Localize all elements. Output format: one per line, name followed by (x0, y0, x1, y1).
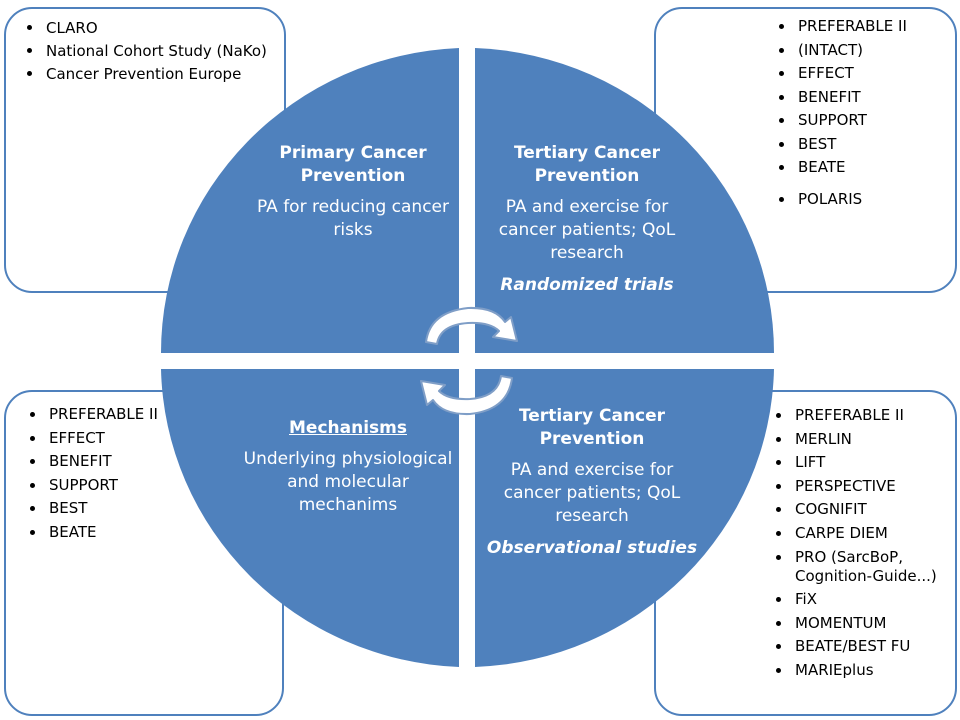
list-item: MOMENTUM (771, 614, 956, 633)
quadrant-body: PA for reducing cancer risks (257, 197, 449, 240)
list-item: BEATE (25, 523, 225, 542)
list-item: BENEFIT (25, 452, 225, 471)
quadrant-body: PA and exercise for cancer patients; QoL… (498, 197, 676, 263)
list-item: LIFT (771, 453, 956, 472)
quadrant-top-right (475, 48, 775, 353)
quadrant-heading: Mechanisms (289, 418, 407, 438)
list-item: PRO (SarcBoP, Cognition-Guide...) (771, 548, 956, 586)
quadrant-bottom-left-text: Mechanisms Underlying physiological and … (238, 417, 458, 517)
list-item: National Cohort Study (NaKo) (22, 41, 272, 61)
list-item: BEST (25, 499, 225, 518)
list-item: PREFERABLE II (25, 405, 225, 424)
list-item: BEATE/BEST FU (771, 637, 956, 656)
top-left-study-list: CLARO National Cohort Study (NaKo) Cance… (22, 18, 272, 87)
quadrant-bottom-right-text: Tertiary Cancer Prevention PA and exerci… (482, 405, 702, 560)
quadrant-top-right-text: Tertiary Cancer Prevention PA and exerci… (482, 142, 692, 297)
list-item: BENEFIT (774, 88, 954, 107)
top-right-study-list: PREFERABLE II (INTACT) EFFECT BENEFIT SU… (774, 17, 954, 214)
list-item: PREFERABLE II (774, 17, 954, 36)
list-item: (INTACT) (774, 41, 954, 60)
quadrant-top-left (160, 48, 460, 353)
quadrant-top-left-text: Primary Cancer Prevention PA for reducin… (248, 142, 458, 242)
list-item: EFFECT (25, 429, 225, 448)
quadrant-bottom-right (475, 369, 774, 667)
list-item: PERSPECTIVE (771, 477, 956, 496)
list-item: SUPPORT (774, 111, 954, 130)
quadrant-heading: Tertiary Cancer Prevention (513, 143, 661, 186)
quadrant-note: Randomized trials (500, 275, 674, 295)
quadrant-body: PA and exercise for cancer patients; QoL… (503, 460, 681, 526)
list-item: CLARO (22, 18, 272, 38)
list-item: COGNIFIT (771, 500, 956, 519)
list-item: EFFECT (774, 64, 954, 83)
quadrant-body: Underlying physiological and molecular m… (243, 449, 453, 515)
list-item: MARIEplus (771, 661, 956, 680)
list-item: FiX (771, 590, 956, 609)
bottom-right-study-list: PREFERABLE II MERLIN LIFT PERSPECTIVE CO… (771, 406, 956, 685)
list-item: PREFERABLE II (771, 406, 956, 425)
list-item: Cancer Prevention Europe (22, 64, 272, 84)
quadrant-heading: Tertiary Cancer Prevention (518, 406, 666, 449)
list-item: BEST (774, 135, 954, 154)
list-item: SUPPORT (25, 476, 225, 495)
list-item: BEATE (774, 158, 954, 177)
quadrant-heading: Primary Cancer Prevention (279, 143, 427, 186)
list-item: CARPE DIEM (771, 524, 956, 543)
list-item: MERLIN (771, 430, 956, 449)
list-item: POLARIS (774, 190, 954, 209)
quadrant-note: Observational studies (486, 538, 698, 558)
cycle-arrow-icon (420, 306, 518, 416)
bottom-left-study-list: PREFERABLE II EFFECT BENEFIT SUPPORT BES… (25, 405, 225, 546)
quadrant-bottom-left (161, 369, 459, 667)
